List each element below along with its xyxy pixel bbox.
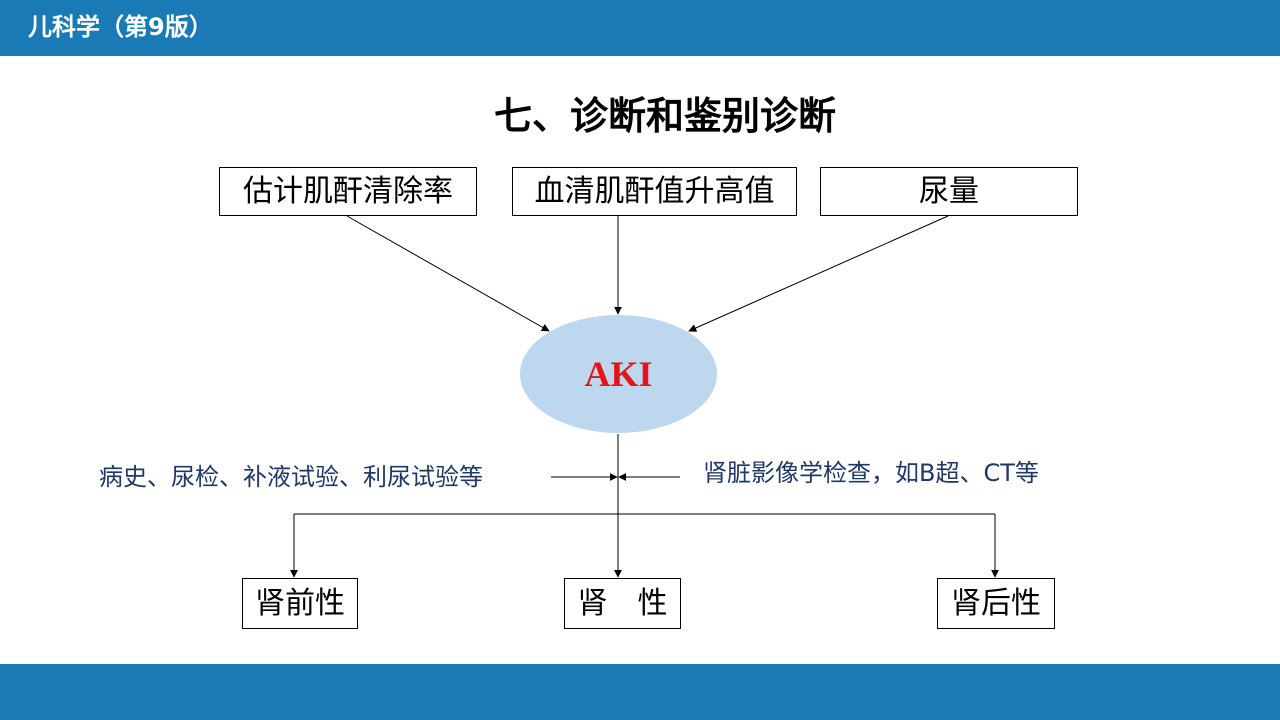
criterion-serum-creatinine-box: 血清肌酐值升高值	[512, 167, 797, 216]
criterion-urine-output-box: 尿量	[820, 167, 1078, 216]
postrenal-box: 肾后性	[937, 578, 1055, 629]
footer-bar	[0, 664, 1280, 720]
aki-label: AKI	[584, 354, 653, 394]
slide-title: 七、诊断和鉴别诊断	[493, 94, 836, 138]
aki-ellipse: AKI	[520, 315, 717, 433]
right-evaluation-label: 肾脏影像学检查，如B超、CT等	[703, 459, 1039, 487]
criterion-egfr-box: 估计肌酐清除率	[219, 167, 477, 216]
arrow-urine-to-aki	[688, 215, 949, 332]
course-title: 儿科学（第9版）	[28, 13, 213, 41]
header-bar: 儿科学（第9版）	[0, 0, 1280, 56]
prerenal-box: 肾前性	[242, 578, 358, 629]
left-evaluation-label: 病史、尿检、补液试验、利尿试验等	[99, 463, 483, 491]
renal-box: 肾 性	[564, 578, 681, 629]
arrow-egfr-to-aki	[346, 215, 550, 332]
